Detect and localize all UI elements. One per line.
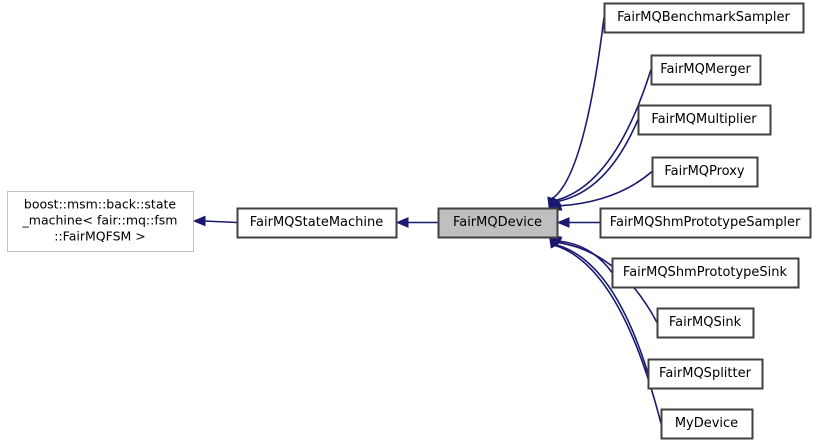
class-node-label: ::FairMQFSM > [54,229,146,244]
inheritance-edge [548,69,652,211]
class-node-fairmq-benchmark-sampler[interactable]: FairMQBenchmarkSamplerFairMQBenchmarkSam… [603,2,805,34]
class-node-label: FairMQBenchmarkSampler [617,10,790,25]
class-node-box[interactable] [7,191,194,252]
inheritance-edge [548,234,649,374]
class-node-fairmq-proxy[interactable]: FairMQProxyFairMQProxy [651,156,759,188]
class-node-label: FairMQStateMachine [250,215,384,230]
class-node-label: FairMQMultiplier [651,112,757,127]
inheritance-edge [547,17,605,211]
class-node-label: FairMQSink [669,315,742,330]
class-node-label: boost::msm::back::state [24,197,176,212]
class-node-fairmq-multiplier[interactable]: FairMQMultiplierFairMQMultiplier [637,104,772,136]
class-node-box[interactable] [437,207,559,239]
class-node-label: FairMQProxy [664,164,745,179]
node-layer: boost::msm::back::state_machine< fair::m… [7,2,812,440]
class-node-box[interactable] [603,2,805,34]
class-node-box[interactable] [650,54,762,86]
class-node-fairmq-state-machine[interactable]: FairMQStateMachineFairMQStateMachine [236,207,398,239]
class-node-label: MyDevice [675,416,738,431]
class-node-box[interactable] [236,207,398,239]
class-node-fairmq-merger[interactable]: FairMQMergerFairMQMerger [650,54,762,86]
class-node-fairmq-splitter[interactable]: FairMQSplitterFairMQSplitter [647,358,764,390]
class-node-box[interactable] [647,358,764,390]
class-node-fairmq-shm-prototype-sink[interactable]: FairMQShmPrototypeSinkFairMQShmPrototype… [611,257,800,289]
inheritance-arrowhead [395,217,409,228]
class-node-box[interactable] [637,104,772,136]
inheritance-arrowhead [548,234,560,249]
class-node-fairmq-shm-prototype-sampler[interactable]: FairMQShmPrototypeSamplerFairMQShmProtot… [599,207,812,239]
class-node-boost-state-machine[interactable]: boost::msm::back::state_machine< fair::m… [7,191,194,252]
class-node-box[interactable] [656,307,755,339]
class-node-fairmq-sink[interactable]: FairMQSinkFairMQSink [656,307,755,339]
class-node-label: FairMQMerger [660,62,751,77]
inheritance-arrowhead [556,217,570,228]
inheritance-edge [556,217,600,228]
inheritance-edge [192,215,238,227]
class-node-label: _machine< fair::mq::fsm [22,213,178,228]
class-node-label: FairMQShmPrototypeSampler [610,215,801,230]
inheritance-edge [395,217,438,228]
class-node-box[interactable] [599,207,812,239]
inheritance-arrowhead [192,215,206,227]
class-node-label: FairMQShmPrototypeSink [623,265,788,280]
class-node-my-device[interactable]: MyDeviceMyDevice [660,408,754,440]
class-node-box[interactable] [611,257,800,289]
class-node-box[interactable] [651,156,759,188]
class-node-box[interactable] [660,408,754,440]
class-node-label: FairMQDevice [453,215,542,230]
class-node-fairmq-device[interactable]: FairMQDeviceFairMQDevice [437,207,559,239]
class-node-label: FairMQSplitter [659,366,752,381]
